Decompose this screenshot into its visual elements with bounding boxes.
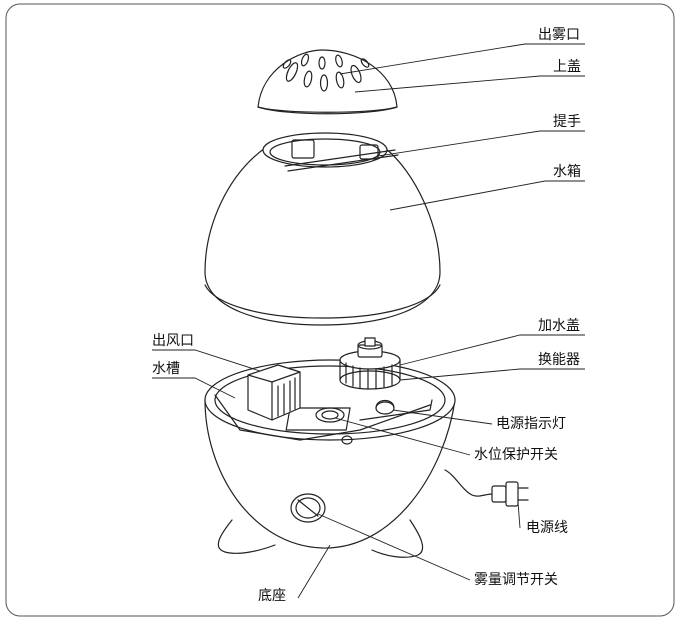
handle [284,139,399,172]
leader-power-indicator [392,409,493,425]
water-tank [204,132,441,326]
label-water-tank: 水箱 [553,164,581,180]
leader-air-outlet [152,349,261,372]
mist-outlet-slots [282,53,370,92]
diagram-frame [5,3,675,617]
base-leg-right [371,519,424,558]
label-mist-outlet: 出雾口 [538,27,580,43]
mist-control-knob [290,493,326,523]
air-outlet [247,364,301,421]
leader-power-cord [517,501,521,529]
fill-cap [339,337,401,390]
label-water-trough: 水槽 [152,361,180,377]
base-leg-left [217,519,276,554]
leader-water-level-switch [334,417,471,456]
leader-fill-cap [399,334,585,366]
label-handle: 提手 [553,114,581,130]
label-transducer: 换能器 [538,351,580,368]
leader-base [297,544,331,599]
base-body [204,359,456,558]
label-base: 底座 [258,588,286,604]
water-trough [214,394,433,441]
power-cord [444,469,529,507]
label-power-indicator: 电源指示灯 [496,416,566,432]
leader-handle [377,130,585,157]
label-power-cord: 电源线 [526,520,568,536]
leader-transducer [399,368,585,381]
leader-water-tank [389,180,585,211]
leader-water-trough [152,377,236,399]
top-cover [257,49,398,115]
power-indicator [375,399,395,415]
water-level-switch [315,407,353,445]
label-water-level-switch: 水位保护开关 [474,447,558,463]
label-top-cover: 上盖 [553,59,581,75]
leader-mist-outlet [339,43,585,75]
label-fill-cap: 加水盖 [538,318,580,334]
label-air-outlet: 出风口 [152,333,194,349]
label-mist-control-switch: 雾量调节开关 [474,572,558,588]
leader-mist-control [317,513,471,581]
leader-top-cover [354,75,585,93]
